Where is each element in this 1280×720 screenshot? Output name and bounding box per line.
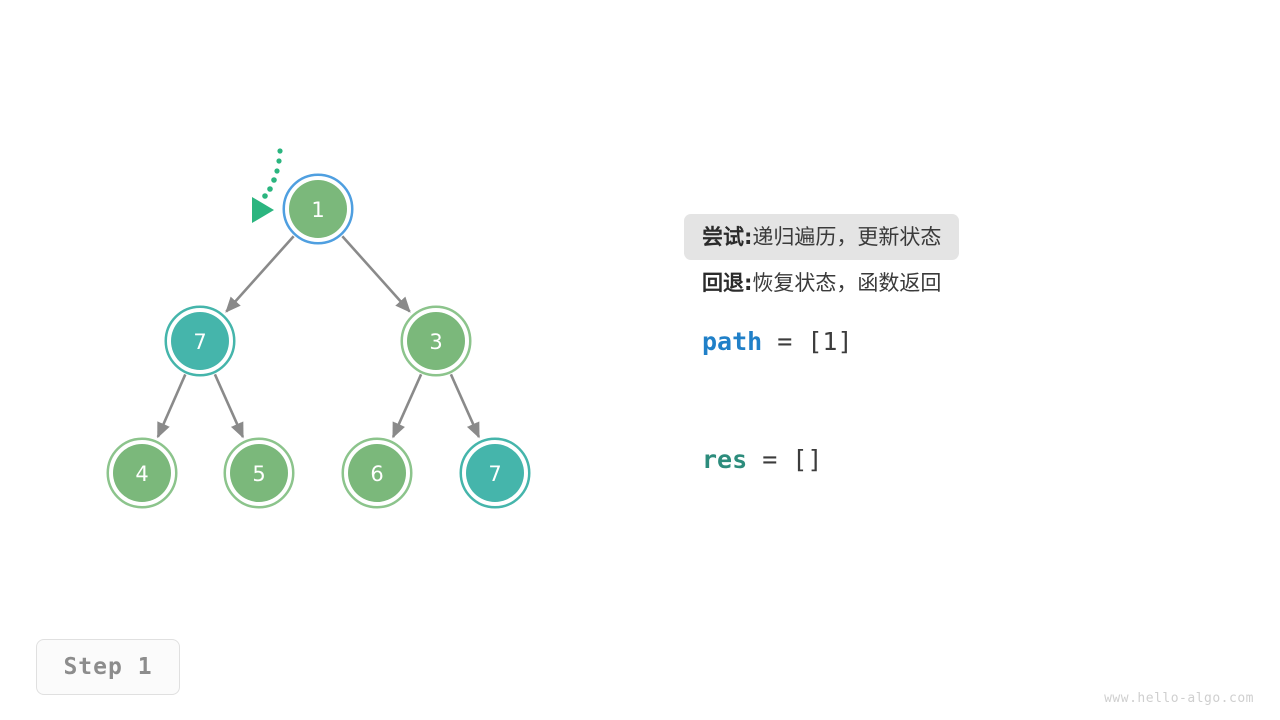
tree-edge-n3-to-n7b bbox=[449, 373, 481, 439]
try-line: 尝试:递归遍历，更新状态 bbox=[684, 214, 960, 260]
back-line-keyword: 回退: bbox=[702, 271, 753, 295]
path-variable-row: path = [1] bbox=[684, 320, 1244, 364]
recursion-pointer-icon bbox=[252, 148, 283, 223]
tree-node-7: 7 bbox=[459, 437, 531, 509]
tree-node-7: 7 bbox=[164, 305, 236, 377]
tree-edge-n1-to-n7a bbox=[225, 235, 295, 313]
tree-node-5: 5 bbox=[223, 437, 295, 509]
pointer-trail-dot bbox=[267, 186, 273, 192]
tree-node-label: 3 bbox=[429, 330, 442, 354]
tree-node-3: 3 bbox=[400, 305, 472, 377]
tree-nodes: 1 7 3 4 5 6 7 bbox=[106, 173, 531, 509]
tree-edge-n7a-to-n5 bbox=[213, 373, 245, 439]
tree-node-label: 6 bbox=[370, 462, 383, 486]
try-line-keyword: 尝试: bbox=[702, 225, 753, 249]
back-line-wrap: 回退:恢复状态，函数返回 bbox=[684, 260, 1244, 306]
path-variable-name: path bbox=[702, 327, 763, 356]
res-variable-value: = [] bbox=[747, 445, 823, 474]
tree-edges bbox=[156, 235, 481, 439]
site-watermark: www.hello-algo.com bbox=[1104, 691, 1254, 706]
step-badge: Step 1 bbox=[36, 639, 180, 695]
pointer-trail-dot bbox=[276, 158, 282, 164]
tree-node-label: 7 bbox=[488, 462, 501, 486]
step-badge-label: Step 1 bbox=[63, 654, 153, 680]
tree-node-label: 4 bbox=[135, 462, 148, 486]
watermark-text: www.hello-algo.com bbox=[1104, 691, 1254, 706]
tree-node-4: 4 bbox=[106, 437, 178, 509]
state-panel: 尝试:递归遍历，更新状态 回退:恢复状态，函数返回 path = [1] res… bbox=[684, 214, 1244, 482]
pointer-trail-dot bbox=[262, 193, 268, 199]
tree-node-label: 1 bbox=[311, 198, 324, 222]
res-variable-name: res bbox=[702, 445, 748, 474]
tree-node-6: 6 bbox=[341, 437, 413, 509]
tree-node-label: 7 bbox=[193, 330, 206, 354]
try-line-wrap: 尝试:递归遍历，更新状态 bbox=[684, 214, 1244, 260]
tree-node-1-current: 1 bbox=[282, 173, 354, 245]
try-line-text: 递归遍历，更新状态 bbox=[752, 225, 942, 249]
back-line: 回退:恢复状态，函数返回 bbox=[684, 260, 959, 306]
tree-edge-n3-to-n6 bbox=[391, 373, 423, 439]
tree-edge-n1-to-n3 bbox=[341, 235, 411, 313]
pointer-trail-dot bbox=[274, 168, 280, 174]
tree-edge-n7a-to-n4 bbox=[156, 373, 187, 439]
pointer-arrow-icon bbox=[252, 197, 274, 223]
back-line-text: 恢复状态，函数返回 bbox=[752, 271, 942, 295]
path-variable-value: = [1] bbox=[762, 327, 853, 356]
pointer-trail-dot bbox=[277, 148, 283, 154]
pointer-trail-dot bbox=[271, 177, 277, 183]
binary-tree-diagram: 1 7 3 4 5 6 7 bbox=[106, 148, 531, 509]
tree-node-label: 5 bbox=[252, 462, 265, 486]
res-variable-row: res = [] bbox=[684, 438, 1244, 482]
